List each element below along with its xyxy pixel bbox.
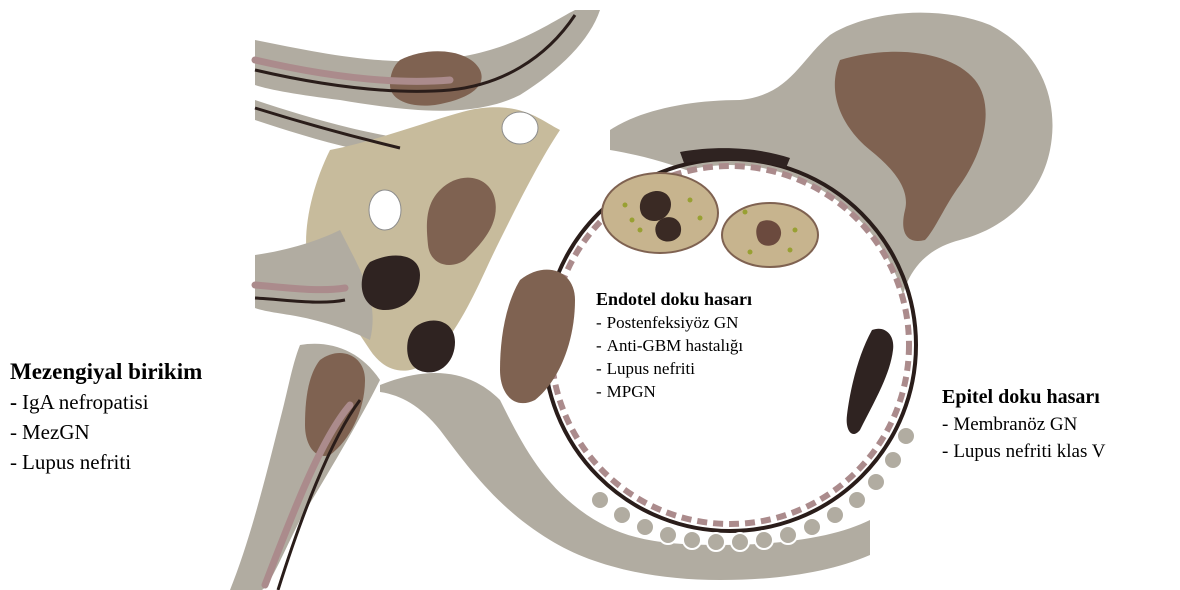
mesangial-deposit-lower	[407, 320, 455, 372]
endothelial-item: -Anti-GBM hastalığı	[596, 334, 752, 357]
mesangial-heading: Mezengiyal birikim	[10, 357, 202, 387]
mesangial-item: -IgA nefropatisi	[10, 387, 202, 417]
endothelial-heading: Endotel doku hasarı	[596, 288, 752, 311]
endothelial-item: -MPGN	[596, 380, 752, 403]
epithelial-heading: Epitel doku hasarı	[942, 384, 1106, 411]
endothelial-item: -Lupus nefriti	[596, 357, 752, 380]
mesangial-item: -Lupus nefriti	[10, 447, 202, 477]
epithelial-item: -Lupus nefriti klas V	[942, 438, 1106, 465]
endothelial-item: -Postenfeksiyöz GN	[596, 311, 752, 334]
epithelial-damage-label: Epitel doku hasarı -Membranöz GN -Lupus …	[942, 384, 1106, 465]
epithelial-item: -Membranöz GN	[942, 411, 1106, 438]
endothelial-damage-label: Endotel doku hasarı -Postenfeksiyöz GN -…	[596, 288, 752, 403]
mesangial-item: -MezGN	[10, 417, 202, 447]
mesangial-deposit-label: Mezengiyal birikim -IgA nefropatisi -Mez…	[10, 357, 202, 477]
